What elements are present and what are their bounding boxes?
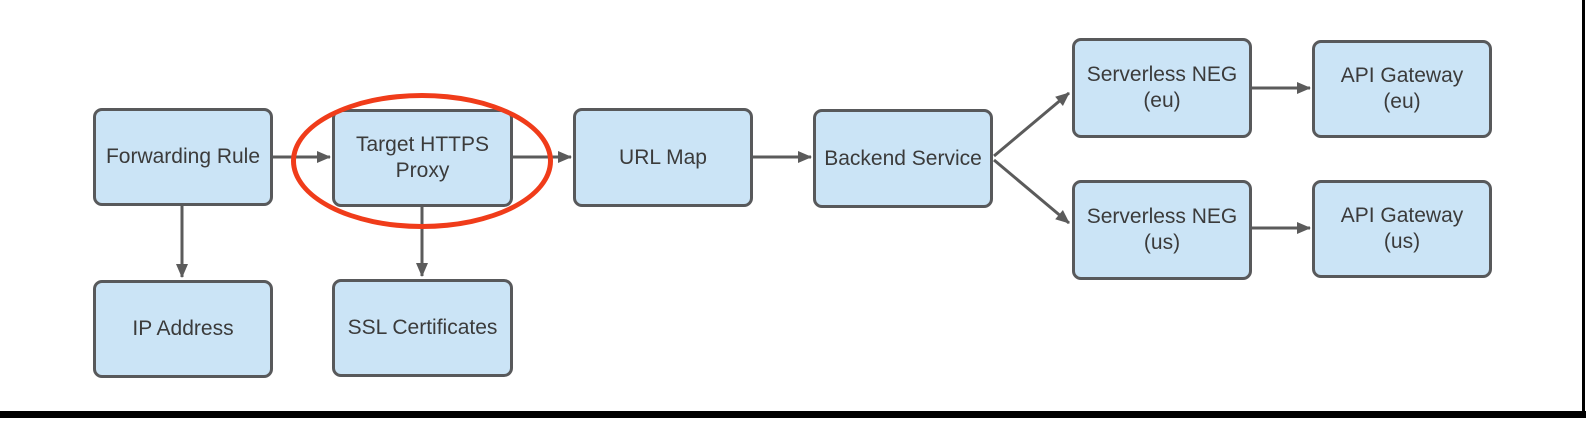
node-label: Serverless NEG (eu) bbox=[1086, 63, 1238, 112]
node-label: API Gateway (eu) bbox=[1340, 64, 1464, 113]
node-target-https-proxy: Target HTTPS Proxy bbox=[332, 109, 513, 207]
node-api-gateway-us: API Gateway (us) bbox=[1312, 180, 1492, 278]
node-label: URL Map bbox=[619, 145, 707, 169]
node-label: Backend Service bbox=[824, 146, 982, 170]
node-serverless-neg-us: Serverless NEG (us) bbox=[1072, 180, 1252, 280]
node-serverless-neg-eu: Serverless NEG (eu) bbox=[1072, 38, 1252, 138]
node-label: Forwarding Rule bbox=[105, 145, 261, 168]
edge-backend-service-to-serverless-neg-us bbox=[993, 158, 1070, 225]
node-backend-service: Backend Service bbox=[813, 109, 993, 208]
node-label: API Gateway (us) bbox=[1340, 204, 1464, 253]
node-ssl-certificates: SSL Certificates bbox=[332, 279, 513, 377]
node-label: Target HTTPS Proxy bbox=[355, 133, 490, 182]
node-ip-address: IP Address bbox=[93, 280, 273, 378]
node-label: IP Address bbox=[132, 317, 234, 340]
node-forwarding-rule: Forwarding Rule bbox=[93, 108, 273, 206]
right-frame-line bbox=[1582, 0, 1585, 418]
node-label: Serverless NEG (us) bbox=[1086, 205, 1238, 254]
edge-backend-service-to-serverless-neg-eu bbox=[993, 91, 1070, 158]
node-label: SSL Certificates bbox=[347, 316, 498, 339]
bottom-frame-line bbox=[0, 411, 1586, 418]
node-api-gateway-eu: API Gateway (eu) bbox=[1312, 40, 1492, 138]
node-url-map: URL Map bbox=[573, 108, 753, 207]
